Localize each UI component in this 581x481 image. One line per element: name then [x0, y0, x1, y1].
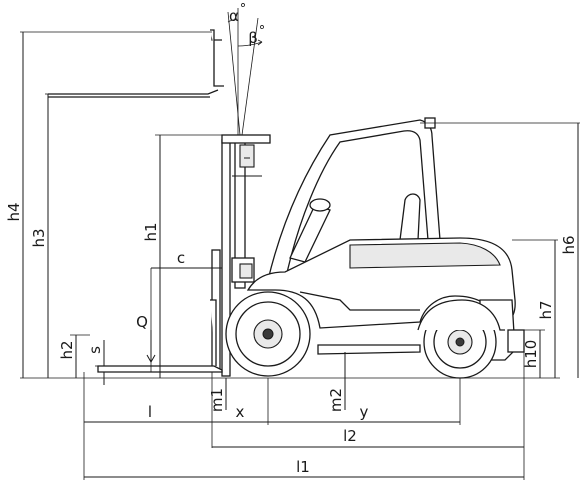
forklift-illustration [48, 29, 580, 379]
label-l2: l2 [343, 427, 357, 445]
label-h2: h2 [58, 340, 76, 359]
label-h10: h10 [522, 340, 540, 369]
label-h3: h3 [30, 228, 48, 247]
label-h7: h7 [537, 300, 555, 319]
label-y: y [360, 403, 369, 421]
label-s: s [86, 346, 104, 354]
vertical-dimensions-right [512, 123, 579, 378]
label-h1: h1 [142, 222, 160, 241]
horizontal-dimensions-bottom [83, 352, 525, 480]
label-m1: m1 [208, 388, 226, 412]
label-l1: l1 [296, 458, 310, 476]
label-h6: h6 [560, 235, 578, 254]
label-l: l [148, 403, 152, 421]
label-beta-degree: ° [259, 24, 266, 39]
vertical-dimensions-left [20, 31, 222, 385]
label-m2: m2 [327, 388, 345, 412]
label-alpha-degree: ° [240, 2, 247, 17]
label-alpha: α [229, 7, 239, 25]
label-c: c [177, 249, 185, 267]
label-h4: h4 [5, 202, 23, 221]
label-x: x [236, 403, 245, 421]
label-q: Q [136, 313, 148, 331]
label-beta: β [248, 29, 258, 47]
tilt-angle-indicator [227, 8, 263, 136]
